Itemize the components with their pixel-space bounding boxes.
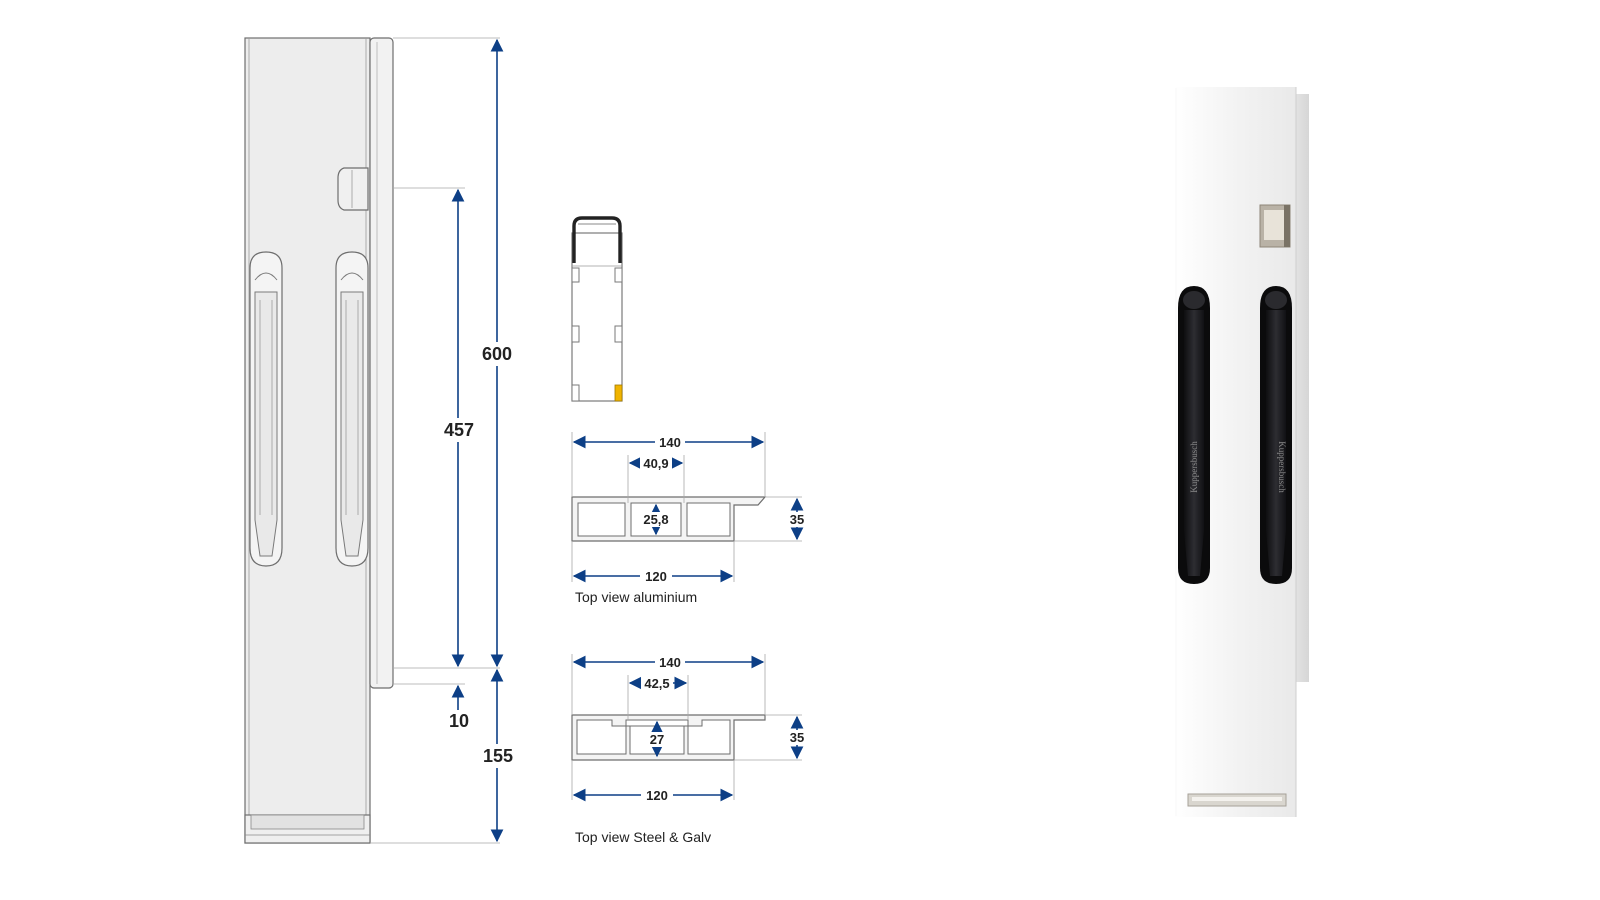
dim-10-label: 10 <box>449 711 469 731</box>
profile-steel: 140 42,5 27 35 120 Top view Steel & Galv <box>571 654 808 845</box>
handle-right <box>335 251 369 567</box>
side-plate <box>369 37 394 689</box>
photo-handle-right: Kuppersbusch <box>1260 286 1292 584</box>
alu-dim-120-label: 120 <box>645 569 667 584</box>
highlight-marker <box>614 384 623 402</box>
top-view-icon <box>571 216 623 402</box>
alu-dim-35-label: 35 <box>790 512 804 527</box>
dim-600-label: 600 <box>482 344 512 364</box>
dim-457-label: 457 <box>444 420 474 440</box>
steel-dim-42-5-label: 42,5 <box>644 676 669 691</box>
handle-left <box>249 251 283 567</box>
photo-brand-right: Kuppersbusch <box>1277 441 1287 493</box>
alu-dim-40-9-label: 40,9 <box>643 456 668 471</box>
steel-dim-27-label: 27 <box>650 732 664 747</box>
steel-caption: Top view Steel & Galv <box>575 829 711 845</box>
base-foot <box>244 814 371 844</box>
steel-dim-140-label: 140 <box>659 655 681 670</box>
dim-155-label: 155 <box>483 746 513 766</box>
alu-caption: Top view aluminium <box>575 589 697 605</box>
photo-handle-left: Kuppersbusch <box>1178 286 1210 584</box>
photo-brand-left: Kuppersbusch <box>1189 441 1199 493</box>
alu-dim-140-label: 140 <box>659 435 681 450</box>
extension-lines <box>370 37 500 844</box>
latch-block <box>337 167 369 211</box>
alu-dim-25-8-label: 25,8 <box>643 512 668 527</box>
steel-dim-35-label: 35 <box>790 730 804 745</box>
photo-base-foot <box>1187 793 1287 807</box>
side-view: 600 457 10 155 <box>244 37 518 844</box>
photo-latch <box>1259 204 1291 248</box>
profile-aluminium: 140 40,9 25,8 35 120 Top view aluminium <box>571 432 808 605</box>
product-photo: Kuppersbusch Kuppersbusch <box>1174 87 1309 817</box>
steel-dim-120-label: 120 <box>646 788 668 803</box>
